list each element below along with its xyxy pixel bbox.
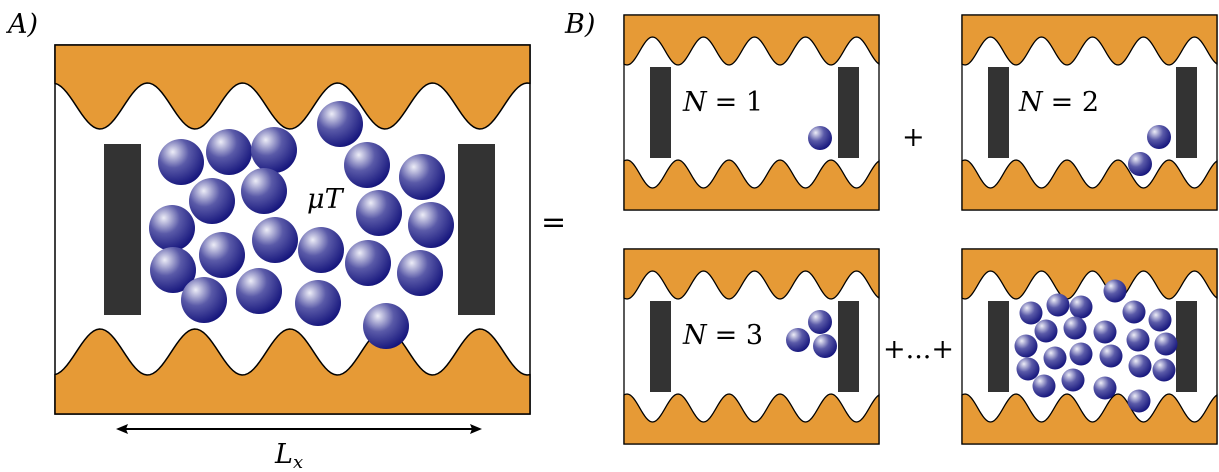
particle <box>1127 389 1151 413</box>
subpanel-top-wall <box>961 248 1218 300</box>
subpanel-top-wall <box>961 14 1218 66</box>
particle <box>1032 374 1056 398</box>
main-particles <box>149 101 454 349</box>
mu-symbol: μ <box>307 184 325 215</box>
subpanel-n2: N= 2 <box>961 14 1218 211</box>
main-right-plate <box>458 144 495 315</box>
particle <box>1043 346 1067 370</box>
particle <box>1069 295 1093 319</box>
particle <box>1122 300 1146 324</box>
plus-sign: + <box>902 122 925 153</box>
subpanel-right-plate <box>1176 301 1197 392</box>
particle <box>189 178 235 224</box>
particle <box>1034 319 1058 343</box>
subpanel-left-plate <box>988 301 1009 392</box>
particle <box>1063 316 1087 340</box>
particle <box>1093 320 1117 344</box>
particle <box>397 250 443 296</box>
particle <box>813 334 837 358</box>
particle <box>158 139 204 185</box>
subpanel-bottom-wall <box>623 159 880 211</box>
particle <box>181 277 227 323</box>
particle <box>1099 344 1123 368</box>
particle <box>298 227 344 273</box>
particle <box>1019 301 1043 325</box>
particle <box>236 268 282 314</box>
particle <box>1014 334 1038 358</box>
ellipsis-plus-sign: +...+ <box>883 334 954 365</box>
equals-sign: = <box>541 205 566 240</box>
particle <box>295 280 341 326</box>
subpanel-many <box>961 248 1218 445</box>
particle <box>808 310 832 334</box>
subpanel-bottom-wall <box>961 393 1218 445</box>
main-bottom-wall <box>54 328 531 415</box>
main-left-plate <box>104 144 141 315</box>
particle <box>344 142 390 188</box>
main-top-wall <box>54 44 531 130</box>
particle <box>1128 152 1152 176</box>
particle <box>1128 354 1152 378</box>
particle <box>786 328 810 352</box>
particle <box>1103 279 1127 303</box>
subpanel-top-wall <box>623 14 880 66</box>
chemical-potential-temperature-label: μT <box>307 184 345 215</box>
panel-a-label: A) <box>5 9 38 40</box>
temperature-symbol: T <box>325 184 345 215</box>
particle <box>1093 376 1117 400</box>
particle <box>1126 328 1150 352</box>
particle <box>317 101 363 147</box>
particle <box>149 205 195 251</box>
subpanel-left-plate <box>650 301 671 392</box>
particle <box>356 190 402 236</box>
panel-b-label: B) <box>564 9 595 40</box>
particle <box>1046 293 1070 317</box>
particle <box>206 129 252 175</box>
particle <box>345 240 391 286</box>
subpanel-right-plate <box>1176 67 1197 158</box>
subpanel-n1-label: N= 1 <box>682 87 763 118</box>
subpanel-left-plate <box>650 67 671 158</box>
particle <box>363 303 409 349</box>
particle <box>251 127 297 173</box>
particle <box>252 217 298 263</box>
particle <box>1154 332 1178 356</box>
subpanel-n2-label: N= 2 <box>1018 87 1099 118</box>
subpanel-n3-label: N= 3 <box>682 320 763 351</box>
subpanel-right-plate <box>838 301 859 392</box>
subpanel-top-wall <box>623 248 880 300</box>
particle <box>1152 358 1176 382</box>
subpanel-n1: N= 1 <box>623 14 880 211</box>
particle <box>399 154 445 200</box>
particle <box>1061 368 1085 392</box>
particle <box>199 232 245 278</box>
subpanel-bottom-wall <box>623 393 880 445</box>
particle <box>408 202 454 248</box>
particle <box>1069 342 1093 366</box>
particle <box>150 247 196 293</box>
subpanel-bottom-wall <box>961 159 1218 211</box>
subpanel-n3: N= 3 <box>623 248 880 445</box>
particle <box>241 168 287 214</box>
length-arrow <box>116 424 482 434</box>
particle <box>808 126 832 150</box>
particle <box>1147 125 1171 149</box>
particle <box>1016 357 1040 381</box>
length-label: Lx <box>274 439 303 472</box>
subpanel-right-plate <box>838 67 859 158</box>
particle <box>1148 308 1172 332</box>
subpanel-left-plate <box>988 67 1009 158</box>
main-box: μT <box>54 44 531 415</box>
